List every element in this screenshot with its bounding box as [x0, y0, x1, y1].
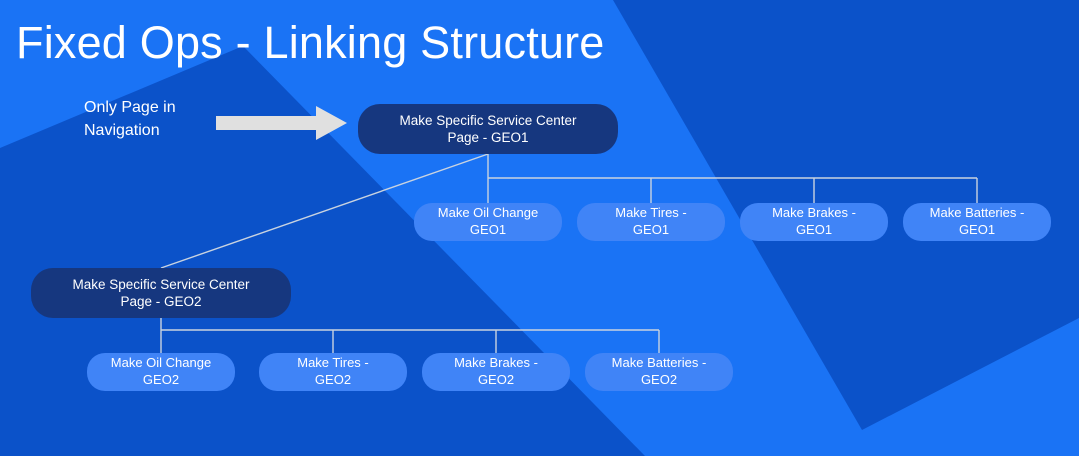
node-geo1-parent-line-1: Make Specific Service Center [399, 112, 577, 128]
node-geo2-child-brakes-line-2: GEO2 [477, 372, 515, 387]
node-geo2-child-brakes-line-1: Make Brakes - [454, 355, 538, 371]
annotation-line-2: Navigation [84, 122, 160, 140]
node-geo2-child-batteries-line-1: Make Batteries - [611, 355, 707, 371]
node-geo1-child-oil-change[interactable]: Make Oil Change GEO1 [414, 203, 562, 241]
node-geo1-child-batteries[interactable]: Make Batteries - GEO1 [903, 203, 1051, 241]
node-geo2-child-tires-line-1: Make Tires - [297, 355, 369, 371]
node-geo2-child-brakes[interactable]: Make Brakes - GEO2 [422, 353, 570, 391]
node-geo2-child-oil-change-line-1: Make Oil Change [110, 355, 212, 371]
node-geo2-parent-line-1: Make Specific Service Center [72, 276, 250, 292]
node-geo1-child-brakes-line-1: Make Brakes - [772, 205, 856, 221]
right-arrow-icon [216, 106, 347, 140]
node-geo1-child-tires-line-2: GEO1 [632, 222, 670, 237]
annotation-line-1: Only Page in [84, 99, 176, 116]
node-geo1-child-tires-line-1: Make Tires - [615, 205, 687, 221]
node-geo1-parent[interactable]: Make Specific Service Center Page - GEO1 [358, 104, 618, 154]
node-geo2-child-batteries-line-2: GEO2 [640, 372, 678, 387]
node-geo2-child-batteries[interactable]: Make Batteries - GEO2 [585, 353, 733, 391]
node-geo2-child-oil-change[interactable]: Make Oil Change GEO2 [87, 353, 235, 391]
node-geo1-child-oil-change-line-2: GEO1 [469, 222, 507, 237]
page-title: Fixed Ops - Linking Structure [16, 17, 605, 68]
node-geo1-child-brakes[interactable]: Make Brakes - GEO1 [740, 203, 888, 241]
node-geo2-child-tires[interactable]: Make Tires - GEO2 [259, 353, 407, 391]
annotation-only-page-in-navigation: Only Page in Navigation [84, 96, 224, 142]
node-geo2-parent-line-2: Page - GEO2 [120, 294, 202, 309]
node-geo2-parent[interactable]: Make Specific Service Center Page - GEO2 [31, 268, 291, 318]
node-geo1-child-batteries-line-1: Make Batteries - [929, 205, 1025, 221]
node-geo1-child-tires[interactable]: Make Tires - GEO1 [577, 203, 725, 241]
node-geo2-child-tires-line-2: GEO2 [314, 372, 352, 387]
node-geo2-child-oil-change-line-2: GEO2 [142, 372, 180, 387]
node-geo1-child-batteries-line-2: GEO1 [958, 222, 996, 237]
node-geo1-child-oil-change-line-1: Make Oil Change [437, 205, 539, 221]
node-geo1-parent-line-2: Page - GEO1 [447, 130, 529, 145]
node-geo1-child-brakes-line-2: GEO1 [795, 222, 833, 237]
arrow-wrapper [216, 104, 348, 142]
